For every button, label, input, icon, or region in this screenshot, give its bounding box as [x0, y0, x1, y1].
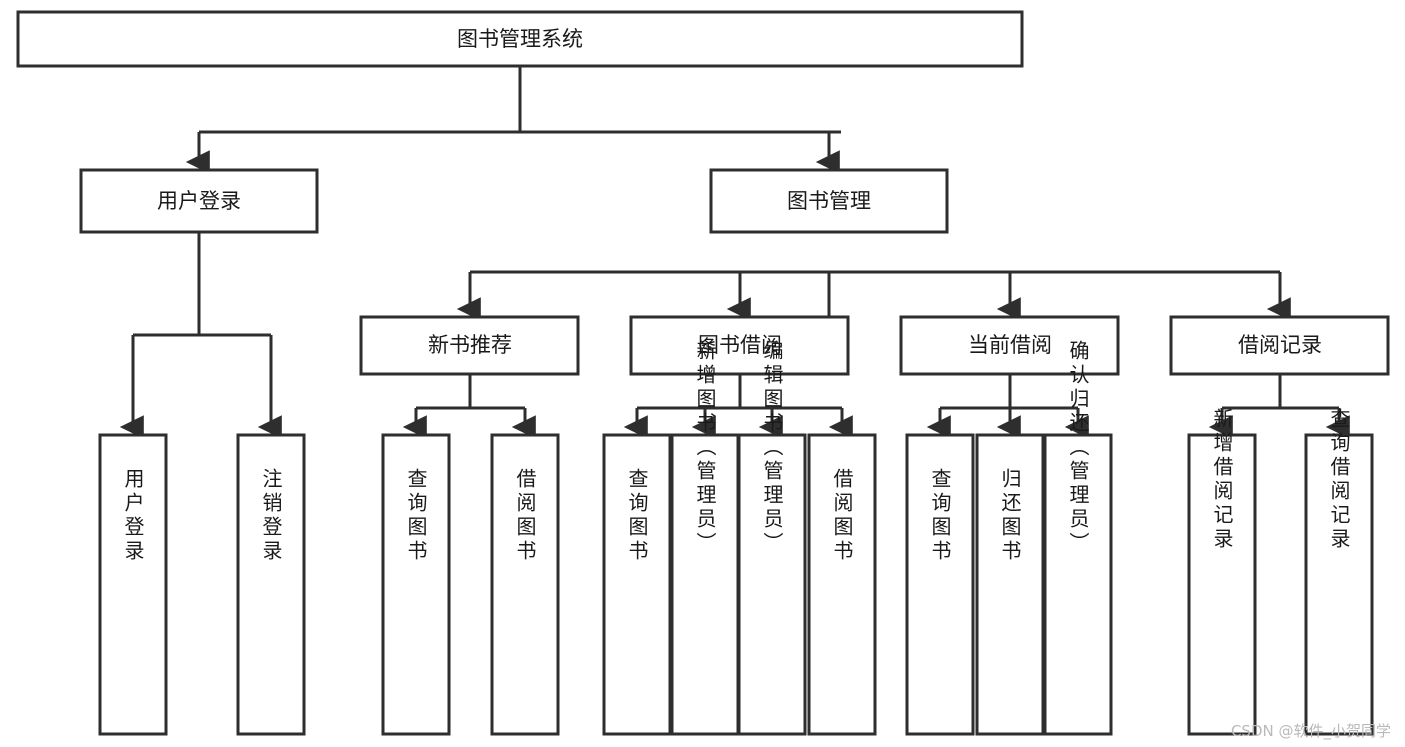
node-root-label: 图书管理系统	[457, 27, 583, 51]
node-leaf-edit-book-label: 编辑图书（管理员）	[760, 340, 784, 556]
node-leaf-logout[interactable]: 注销登录	[236, 433, 306, 736]
node-new-book-recommend[interactable]: 新书推荐	[359, 315, 580, 376]
edge-borrow-record-to-leaves	[1208, 374, 1350, 439]
node-book-borrow-label: 图书借阅	[698, 333, 782, 357]
node-leaf-confirm-return-label: 确认归还（管理员）	[1066, 340, 1090, 556]
node-leaf-user-login[interactable]: 用户登录	[98, 433, 168, 736]
node-leaf-query-book-2[interactable]: 查询图书	[602, 433, 672, 736]
node-leaf-logout-label: 注销登录	[259, 468, 283, 564]
node-user-login-label: 用户登录	[157, 189, 241, 213]
edge-user-login-to-leaves	[119, 232, 282, 439]
node-book-manage[interactable]: 图书管理	[709, 168, 949, 234]
node-leaf-query-record-label: 查询借阅记录	[1327, 408, 1351, 552]
node-leaf-add-book[interactable]: 新增图书（管理员）	[670, 340, 740, 736]
node-leaf-confirm-return[interactable]: 确认归还（管理员）	[1043, 340, 1113, 736]
node-current-borrow-label: 当前借阅	[968, 333, 1052, 357]
edge-book-borrow-to-leaves	[623, 374, 853, 439]
node-leaf-borrow-book-2[interactable]: 借阅图书	[807, 433, 877, 736]
node-current-borrow[interactable]: 当前借阅	[899, 315, 1120, 376]
node-leaf-query-book-1-label: 查询图书	[404, 468, 428, 564]
edge-root-to-level2	[185, 66, 841, 174]
node-book-manage-label: 图书管理	[787, 189, 871, 213]
node-book-borrow[interactable]: 图书借阅	[629, 315, 850, 376]
node-leaf-return-book-label: 归还图书	[998, 468, 1022, 564]
node-leaf-borrow-book-1[interactable]: 借阅图书	[490, 433, 560, 736]
node-borrow-record-label: 借阅记录	[1238, 333, 1322, 357]
node-leaf-user-login-label: 用户登录	[121, 468, 145, 564]
node-borrow-record[interactable]: 借阅记录	[1169, 315, 1390, 376]
node-leaf-add-book-label: 新增图书（管理员）	[693, 340, 717, 556]
node-leaf-add-record[interactable]: 新增借阅记录	[1187, 408, 1257, 736]
edge-book-manage-to-level3	[456, 270, 1291, 374]
node-leaf-query-book-3[interactable]: 查询图书	[905, 433, 975, 736]
node-leaf-return-book[interactable]: 归还图书	[975, 433, 1045, 736]
node-leaf-query-book-3-label: 查询图书	[928, 468, 952, 564]
node-root[interactable]: 图书管理系统	[16, 10, 1024, 68]
node-leaf-edit-book[interactable]: 编辑图书（管理员）	[737, 340, 807, 736]
node-leaf-borrow-book-1-label: 借阅图书	[513, 468, 537, 564]
node-user-login[interactable]: 用户登录	[79, 168, 319, 234]
edge-current-borrow-to-leaves	[926, 374, 1089, 439]
node-leaf-query-record[interactable]: 查询借阅记录	[1304, 408, 1374, 736]
node-new-book-recommend-label: 新书推荐	[428, 333, 512, 357]
node-leaf-borrow-book-2-label: 借阅图书	[830, 468, 854, 564]
edge-new-book-recommend-to-leaves	[402, 374, 536, 439]
node-leaf-query-book-1[interactable]: 查询图书	[381, 433, 451, 736]
node-leaf-add-record-label: 新增借阅记录	[1210, 408, 1234, 552]
node-leaf-query-book-2-label: 查询图书	[625, 468, 649, 564]
